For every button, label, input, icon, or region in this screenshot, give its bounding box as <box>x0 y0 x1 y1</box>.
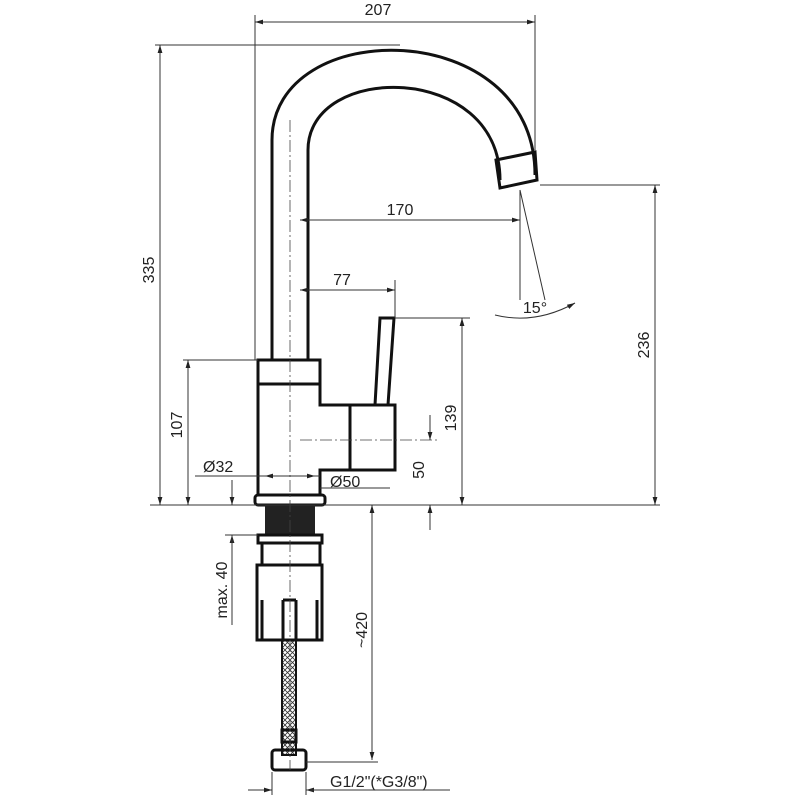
mounting-nut <box>255 563 324 642</box>
dim-spout-reach: 170 <box>387 202 414 219</box>
dim-lever-offset: 77 <box>333 272 351 289</box>
dim-spout-height: 236 <box>636 332 653 359</box>
lever-base <box>348 403 397 472</box>
spout-nozzle <box>494 150 539 190</box>
dim-handle-height: 50 <box>411 461 428 479</box>
hose-fitting <box>270 748 308 772</box>
body-cap <box>256 358 322 386</box>
faucet-outline <box>253 48 539 772</box>
dim-hose-length: ~420 <box>354 612 371 648</box>
braided-hose <box>281 639 297 756</box>
dimension-lines <box>150 15 660 795</box>
dim-max-countertop: max. 40 <box>214 561 231 618</box>
dim-overall-height: 335 <box>141 257 158 284</box>
lever-handle <box>373 316 396 407</box>
dim-connection: G1/2"(*G3/8") <box>330 774 428 791</box>
dim-body-height: 107 <box>169 412 186 439</box>
dim-lever-height: 139 <box>443 405 460 432</box>
dim-overall-width: 207 <box>365 2 392 19</box>
dim-spout-angle: 15° <box>523 300 547 317</box>
dim-body-diameter: Ø50 <box>330 474 360 491</box>
dim-base-diameter: Ø32 <box>203 459 233 476</box>
